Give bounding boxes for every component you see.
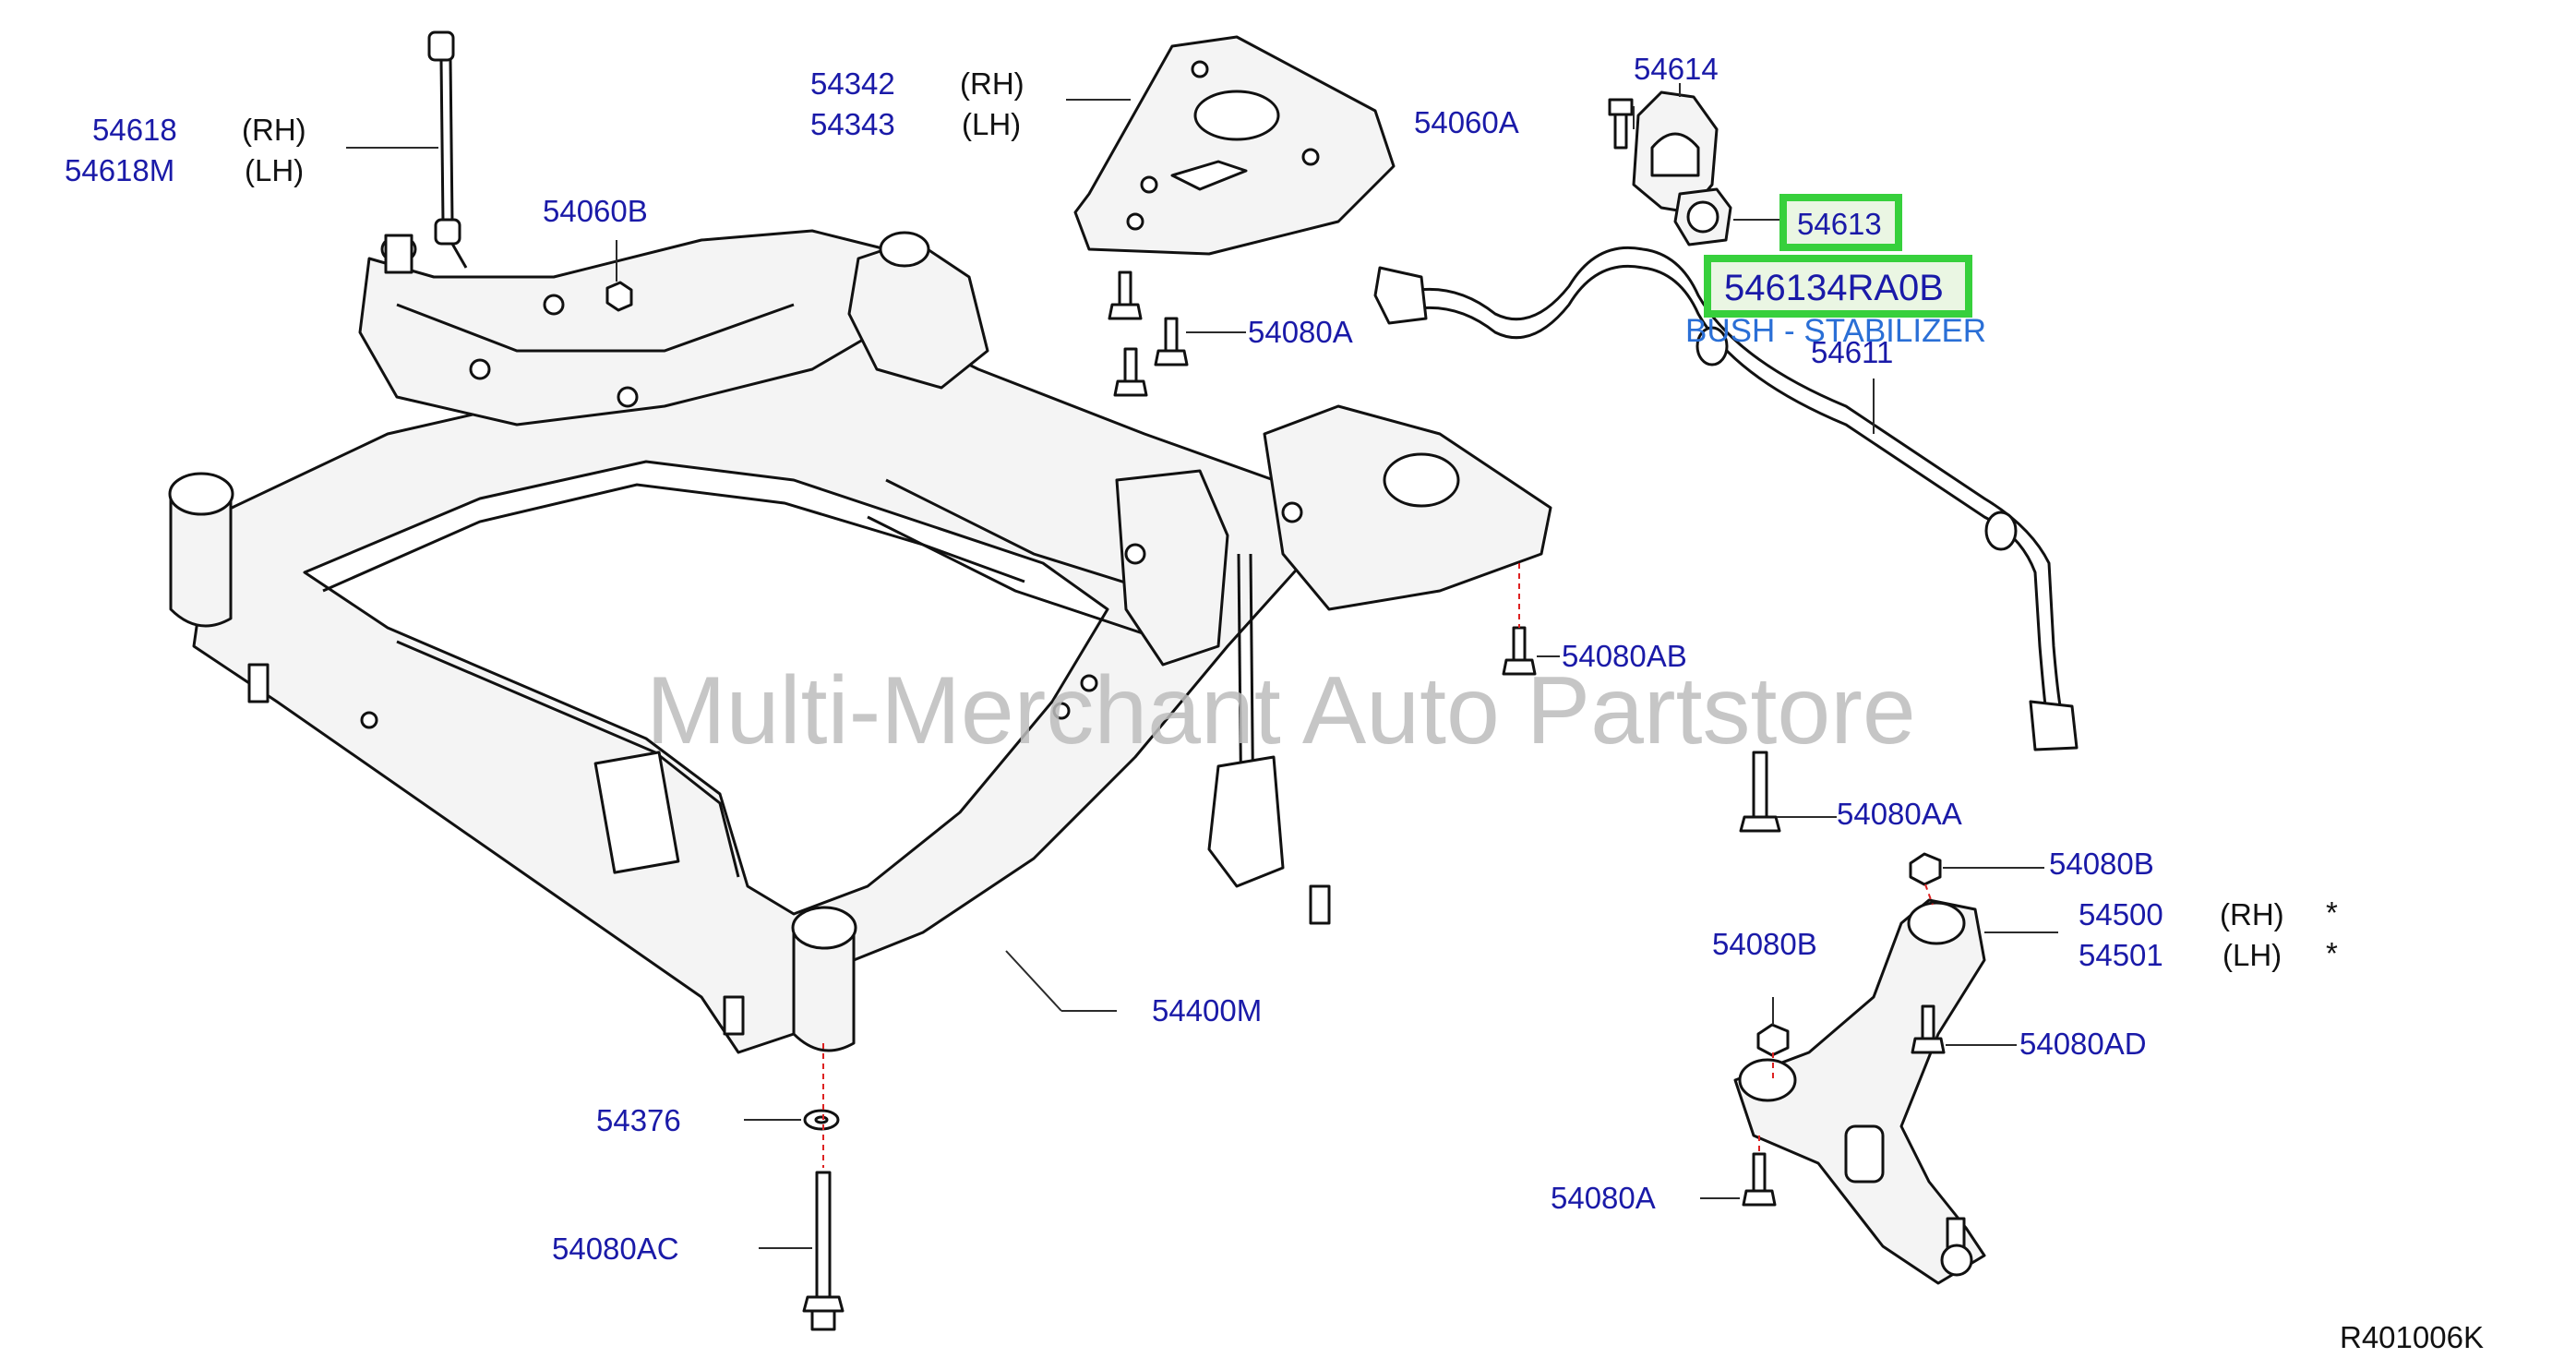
label-54500-side: (RH) [2220, 897, 2284, 931]
nut-54080b-right[interactable] [1909, 852, 1942, 886]
label-54500-mark: * [2326, 895, 2338, 930]
label-54343[interactable]: 54343 [810, 107, 895, 141]
label-54500[interactable]: 54500 [2079, 897, 2163, 931]
bolt-54080ab[interactable] [1502, 626, 1537, 676]
label-54080ad[interactable]: 54080AD [2019, 1027, 2147, 1061]
bolt-54080a-top[interactable] [1108, 270, 1189, 397]
label-54060a[interactable]: 54060A [1414, 105, 1519, 139]
label-54618m[interactable]: 54618M [65, 153, 174, 187]
label-54611[interactable]: 54611 [1811, 335, 1893, 369]
label-54342[interactable]: 54342 [810, 66, 895, 101]
label-54080ab[interactable]: 54080AB [1562, 639, 1687, 673]
stabilizer-bush-54613[interactable] [1673, 187, 1732, 246]
label-54501-mark: * [2326, 936, 2338, 970]
transverse-link-54500[interactable] [1733, 898, 1986, 1285]
stabilizer-bar-54611[interactable] [1373, 246, 2079, 751]
label-54080b-right[interactable]: 54080B [2049, 847, 2154, 881]
alignment-lines [822, 563, 1934, 1168]
stabilizer-clamp-54614[interactable] [1632, 90, 1719, 214]
bolt-54080a-bottom[interactable] [1742, 1152, 1777, 1207]
nut-54080b-left[interactable] [1756, 1023, 1790, 1057]
highlight-box-54613 [1779, 194, 1902, 251]
highlight-box-546134ra0b [1704, 255, 1972, 318]
label-54343-side: (LH) [962, 107, 1021, 141]
label-54080aa[interactable]: 54080AA [1837, 797, 1962, 831]
member-stay-54342[interactable] [1073, 35, 1396, 256]
label-54080a-bottom[interactable]: 54080A [1551, 1181, 1656, 1215]
label-54618-side: (RH) [242, 113, 306, 147]
label-54376[interactable]: 54376 [596, 1103, 681, 1137]
label-54080a-top[interactable]: 54080A [1248, 315, 1353, 349]
bolt-54080ad[interactable] [1911, 1004, 1946, 1054]
bolt-54080ac[interactable] [802, 1171, 845, 1331]
label-54501[interactable]: 54501 [2079, 938, 2163, 972]
watermark: Multi-Merchant Auto Partstore [646, 657, 1916, 764]
bolt-54080aa[interactable] [1739, 751, 1781, 833]
washer-54376[interactable] [803, 1109, 840, 1131]
label-54613[interactable]: 54613 [1797, 207, 1882, 241]
label-54400m[interactable]: 54400M [1152, 993, 1262, 1028]
nut-54060b[interactable] [605, 281, 633, 312]
label-546134ra0b[interactable]: 546134RA0B [1724, 268, 1944, 308]
label-54501-side: (LH) [2223, 938, 2282, 972]
label-bush-stabilizer: BUSH - STABILIZER [1685, 313, 1986, 349]
leader-lines [346, 83, 2058, 1249]
stabilizer-connecting-rod-54618[interactable] [427, 30, 468, 269]
label-54060b[interactable]: 54060B [543, 194, 648, 228]
label-54618[interactable]: 54618 [92, 113, 177, 147]
bolt-54060a[interactable] [1608, 98, 1634, 150]
label-54080ac[interactable]: 54080AC [552, 1232, 679, 1266]
suspension-member-54400m[interactable] [168, 229, 1552, 1054]
label-54080b-left[interactable]: 54080B [1712, 927, 1817, 961]
label-54614[interactable]: 54614 [1634, 52, 1719, 86]
diagram-code: R401006K [2340, 1320, 2484, 1354]
label-54342-side: (RH) [960, 66, 1024, 101]
label-54618m-side: (LH) [245, 153, 304, 187]
